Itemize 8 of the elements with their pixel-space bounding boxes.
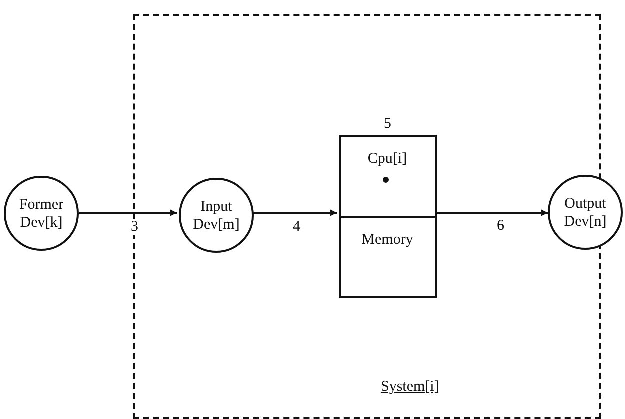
node-number: 5	[384, 115, 392, 133]
device-label: Input Dev[m]	[192, 198, 241, 234]
edge-label: 3	[130, 219, 140, 235]
device-label: Former Dev[k]	[18, 196, 65, 232]
section-label: Cpu[i]	[366, 150, 408, 168]
section-label: Memory	[360, 231, 414, 249]
device-label: Output Dev[n]	[563, 194, 608, 230]
system-label: System[i]	[381, 378, 440, 396]
